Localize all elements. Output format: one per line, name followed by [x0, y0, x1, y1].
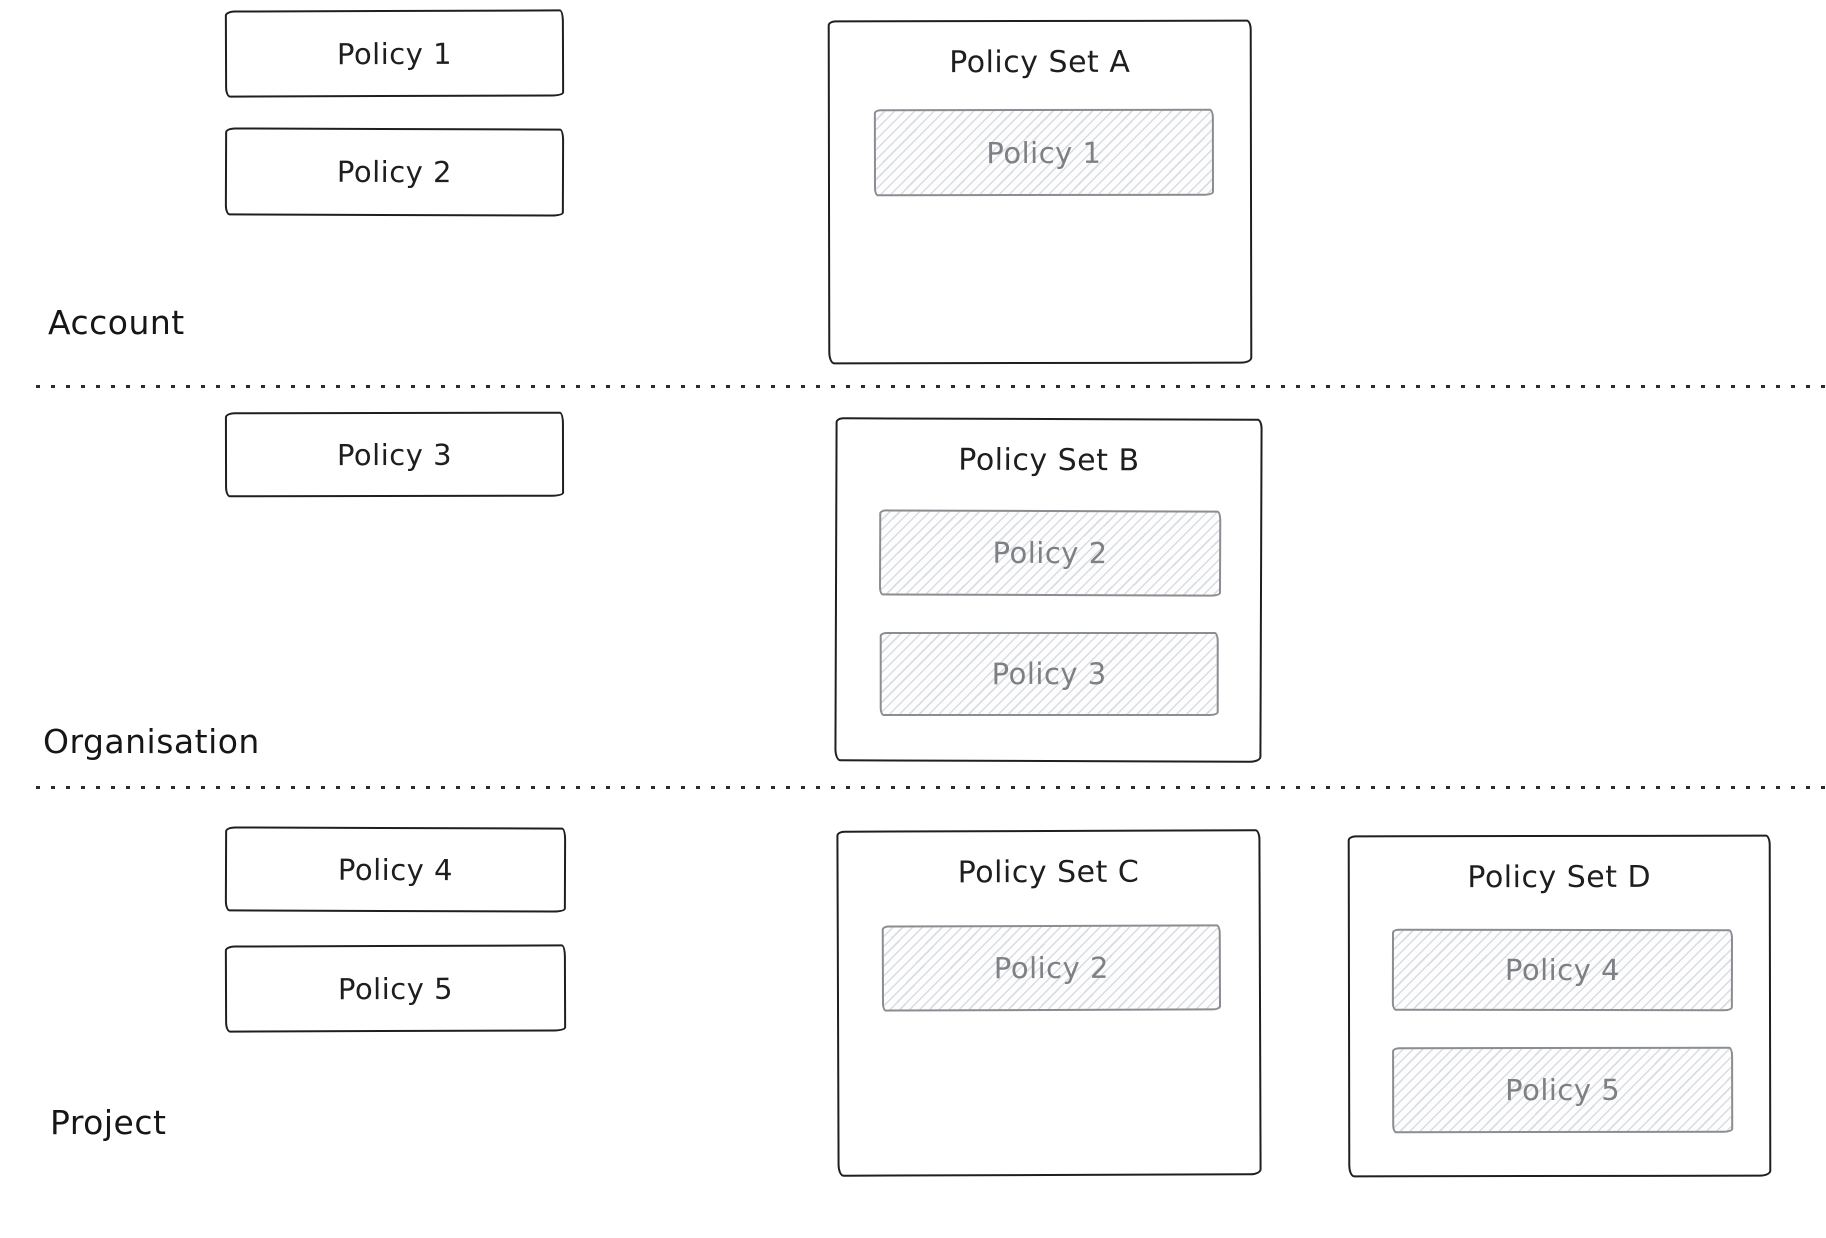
standalone-policy-2-box: Policy 2 — [224, 127, 565, 217]
policy-set-d-member-policy-5: Policy 5 — [1392, 1046, 1734, 1134]
policy-set-a-member-policy-1: Policy 1 — [873, 108, 1215, 197]
policy-set-a-container: Policy Set A Policy 1 — [827, 19, 1253, 365]
tier-divider-organisation-project — [36, 786, 1826, 789]
policy-set-b-member-policy-3: Policy 3 — [879, 632, 1219, 717]
standalone-policy-1-box: Policy 1 — [224, 9, 565, 98]
policy-set-b-container: Policy Set B Policy 2 Policy 3 — [834, 417, 1263, 763]
standalone-policy-4-box: Policy 4 — [224, 826, 567, 913]
standalone-policy-5-box: Policy 5 — [224, 944, 567, 1033]
policy-set-d-container: Policy Set D Policy 4 Policy 5 — [1347, 834, 1772, 1178]
policy-set-c-member-policy-2: Policy 2 — [881, 924, 1222, 1012]
tier-divider-account-organisation — [36, 385, 1826, 388]
section-label-account: Account — [48, 303, 185, 342]
policy-set-d-title: Policy Set D — [1467, 859, 1652, 895]
section-label-organisation: Organisation — [43, 722, 260, 761]
policy-set-d-member-policy-4: Policy 4 — [1391, 928, 1734, 1012]
policy-set-b-title: Policy Set B — [958, 442, 1140, 478]
policy-set-c-container: Policy Set C Policy 2 — [836, 829, 1262, 1177]
policy-set-b-member-policy-2: Policy 2 — [878, 509, 1222, 597]
policy-set-c-title: Policy Set C — [957, 854, 1140, 890]
policy-set-a-title: Policy Set A — [949, 44, 1131, 80]
standalone-policy-3-box: Policy 3 — [224, 411, 565, 498]
section-label-project: Project — [50, 1103, 167, 1142]
